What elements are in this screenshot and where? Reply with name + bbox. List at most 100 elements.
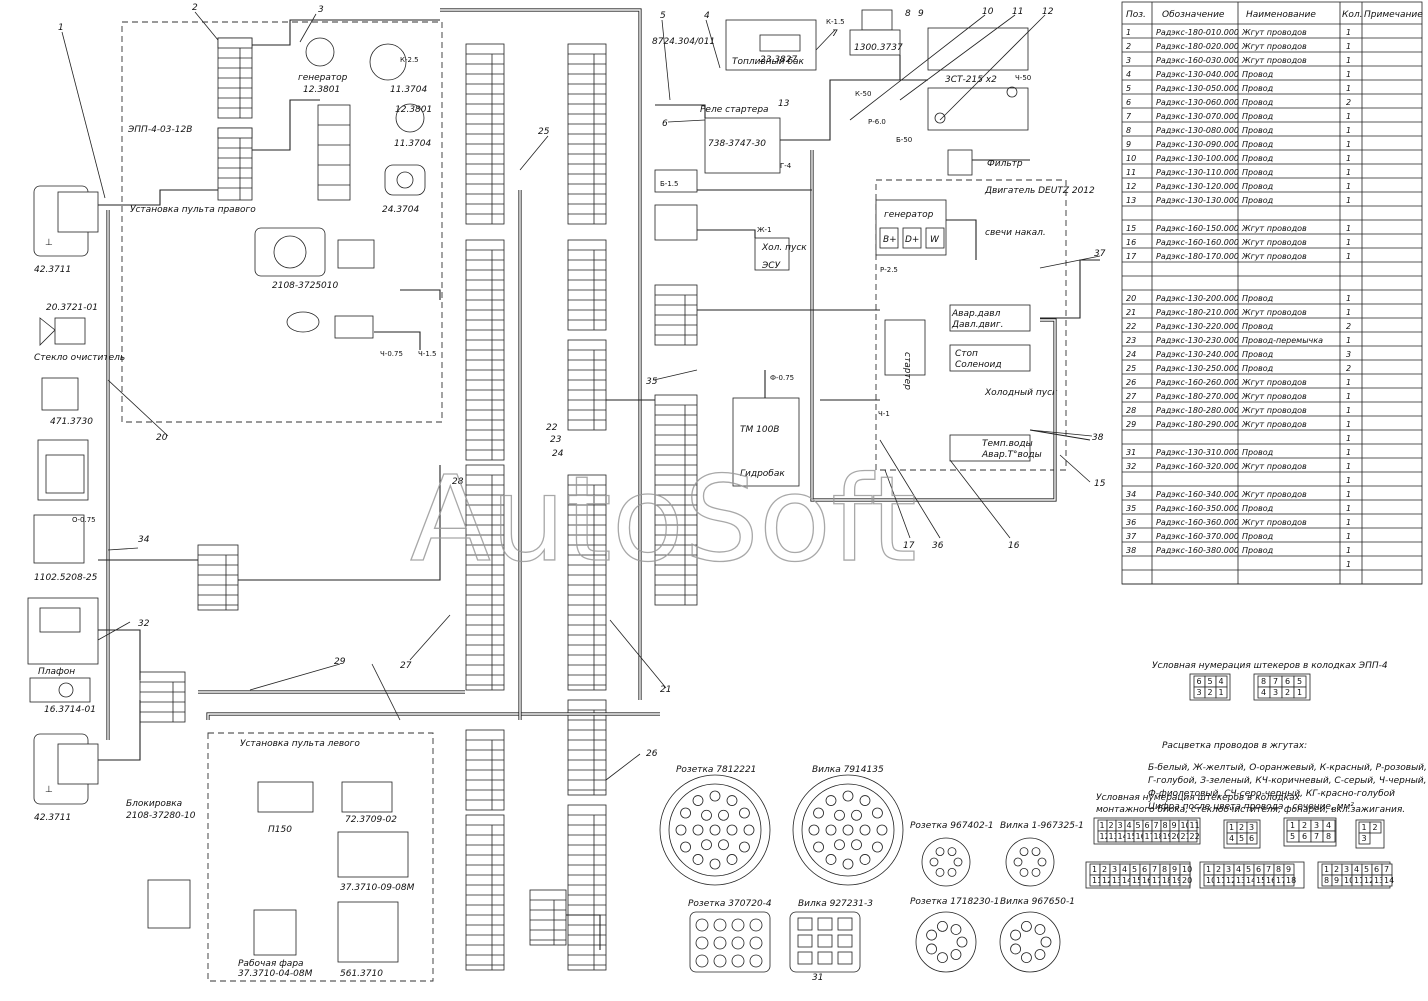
svg-text:3: 3	[1314, 821, 1319, 830]
svg-text:1102.5208-25: 1102.5208-25	[34, 573, 98, 583]
svg-text:2: 2	[1334, 865, 1339, 874]
table-cell: 17	[1126, 252, 1137, 261]
svg-text:36: 36	[932, 541, 944, 551]
svg-text:9: 9	[1286, 865, 1291, 874]
table-cell: Провод	[1242, 294, 1274, 303]
svg-text:Темп.воды: Темп.воды	[982, 439, 1033, 449]
table-cell: 15	[1126, 224, 1136, 233]
svg-text:К-1.5: К-1.5	[826, 18, 845, 26]
table-cell: Провод	[1242, 168, 1274, 177]
svg-text:4: 4	[1236, 865, 1241, 874]
svg-text:4: 4	[1354, 865, 1359, 874]
svg-text:генератор: генератор	[884, 210, 934, 220]
svg-text:4: 4	[1219, 677, 1224, 686]
svg-text:2: 2	[1285, 688, 1290, 697]
svg-text:21: 21	[660, 685, 671, 695]
table-cell: Радэкс-180-210.000	[1156, 308, 1239, 317]
svg-text:2108-37280-10: 2108-37280-10	[126, 811, 196, 821]
svg-text:13: 13	[1109, 832, 1119, 841]
svg-text:3: 3	[1273, 688, 1278, 697]
plafon: Плафон 16.3714-01	[29, 667, 96, 715]
svg-text:27: 27	[400, 661, 412, 671]
switch-block	[37, 439, 89, 501]
svg-text:9: 9	[1334, 876, 1339, 885]
gauge-bottom: ⊥ 42.3711	[33, 733, 99, 823]
table-cell: Жгут проводов	[1241, 28, 1307, 37]
table-cell: 1	[1346, 252, 1351, 261]
svg-text:12: 12	[1042, 7, 1054, 17]
svg-text:1: 1	[1290, 821, 1295, 830]
svg-text:8: 8	[905, 9, 911, 19]
table-cell: 1	[1346, 70, 1351, 79]
wires	[98, 19, 1100, 950]
table-cell: 1	[1346, 532, 1351, 541]
table-cell: 1	[1346, 42, 1351, 51]
svg-text:Фильтр: Фильтр	[987, 159, 1023, 169]
table-cell: Провод	[1242, 532, 1274, 541]
blokirovka: Блокировка 2108-37280-10	[126, 799, 196, 929]
svg-text:Гидробак: Гидробак	[740, 469, 785, 479]
svg-text:13: 13	[1112, 876, 1122, 885]
table-header: Наименование	[1246, 10, 1316, 20]
svg-text:B+: B+	[883, 235, 897, 245]
table-cell: 2	[1126, 42, 1131, 51]
battery: 3СТ-215 х2	[927, 27, 1029, 131]
svg-text:12: 12	[1364, 876, 1374, 885]
svg-text:1: 1	[1206, 865, 1211, 874]
table-cell: Радэкс-130-200.000	[1156, 294, 1239, 303]
svg-text:20: 20	[1172, 832, 1182, 841]
svg-text:2: 2	[1216, 865, 1221, 874]
engine: Двигатель DEUTZ 2012 генератор B+ D+ W с…	[875, 186, 1095, 462]
table-cell: Радэкс-130-040.000	[1156, 70, 1239, 79]
svg-text:⊥: ⊥	[45, 785, 53, 795]
svg-text:72.3709-02: 72.3709-02	[345, 815, 397, 825]
table-cell: Провод	[1242, 546, 1274, 555]
svg-text:Блокировка: Блокировка	[126, 799, 182, 809]
svg-text:28: 28	[452, 477, 464, 487]
filter: Фильтр	[947, 149, 1023, 176]
svg-text:17: 17	[1152, 876, 1162, 885]
svg-text:12.3801: 12.3801	[303, 85, 340, 95]
epp-numbering-title: Условная нумерация штекеров в колодках Э…	[1152, 661, 1388, 671]
svg-text:17: 17	[1276, 876, 1286, 885]
left-panel-label: Установка пульта левого	[240, 739, 360, 749]
connector-v2-label: Вилка 1-967325-1	[1000, 821, 1084, 831]
connector-v2	[1005, 837, 1055, 887]
table-cell: 29	[1126, 420, 1136, 429]
connector-v1	[792, 774, 904, 886]
svg-text:37.3710-09-08М: 37.3710-09-08М	[340, 883, 415, 893]
table-cell: 26	[1126, 378, 1136, 387]
svg-text:4: 4	[1122, 865, 1127, 874]
table-cell: 1	[1346, 420, 1351, 429]
svg-text:10: 10	[1181, 821, 1191, 830]
table-cell: 37	[1126, 532, 1137, 541]
svg-text:Ч-50: Ч-50	[1015, 74, 1031, 82]
svg-text:7: 7	[1314, 832, 1319, 841]
svg-text:14: 14	[1122, 876, 1132, 885]
table-cell: Радэкс-130-240.000	[1156, 350, 1239, 359]
table-cell: Провод	[1242, 70, 1274, 79]
table-cell: Радэкс-160-380.000	[1156, 546, 1239, 555]
svg-text:Авар.Т°воды: Авар.Т°воды	[981, 450, 1042, 460]
table-cell: Жгут проводов	[1241, 490, 1307, 499]
svg-text:Стекло очиститель: Стекло очиститель	[34, 353, 125, 363]
table-cell: Радэкс-130-130.000	[1156, 196, 1239, 205]
table-cell: Провод	[1242, 182, 1274, 191]
svg-text:Б-50: Б-50	[896, 136, 912, 144]
table-cell: 1	[1346, 504, 1351, 513]
table-cell: 1	[1346, 84, 1351, 93]
generator-sensor: генератор 12.3801 11.3704 12.3801 11.370…	[298, 37, 432, 215]
table-cell: 36	[1126, 518, 1136, 527]
svg-text:ТМ 100В: ТМ 100В	[740, 425, 779, 435]
svg-text:W: W	[930, 235, 940, 245]
table-cell: 1	[1126, 28, 1131, 37]
connector-r2-label: Розетка 967402-1	[910, 821, 994, 831]
svg-text:5: 5	[1364, 865, 1369, 874]
table-cell: Радэкс-160-360.000	[1156, 518, 1239, 527]
table-cell: Радэкс-160-260.000	[1156, 378, 1239, 387]
svg-text:3СТ-215 х2: 3СТ-215 х2	[945, 75, 997, 85]
table-header: Поз.	[1126, 10, 1146, 20]
svg-text:11.3704: 11.3704	[394, 139, 431, 149]
